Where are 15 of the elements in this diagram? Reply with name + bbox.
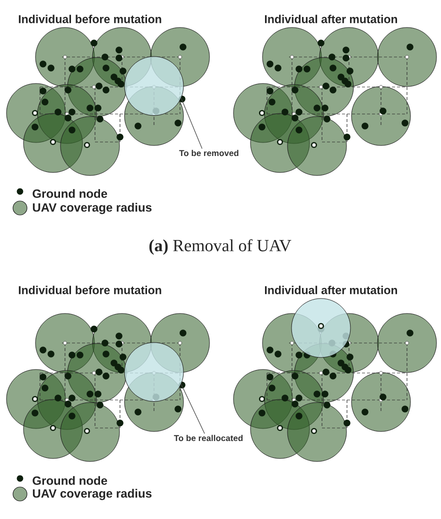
legend-label: UAV coverage radius (32, 488, 152, 500)
leader-line (180, 98, 202, 149)
coverage-circle (291, 298, 351, 358)
legend-label: UAV coverage radius (32, 202, 152, 214)
legend-label: Ground node (32, 476, 108, 485)
panel-title: Individual before mutation (18, 14, 162, 24)
callout-text: To be removed (179, 150, 238, 156)
caption: (a) Removal of UAV (149, 239, 292, 255)
coverage-circle (124, 56, 184, 116)
coverage-circle (124, 342, 184, 402)
callout-text: To be reallocated (174, 434, 243, 442)
panel-title: Individual after mutation (265, 14, 398, 24)
panel-title: Individual before mutation (18, 286, 162, 294)
leader-line (180, 384, 205, 434)
legend-label: Ground node (32, 189, 108, 198)
